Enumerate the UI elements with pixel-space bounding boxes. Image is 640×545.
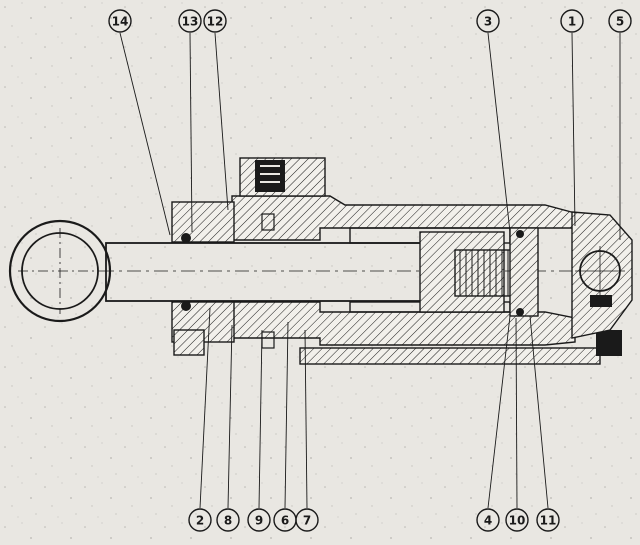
callout-11: 11 [536, 508, 560, 532]
callout-label: 4 [484, 514, 492, 528]
callout-label: 13 [182, 15, 199, 29]
gland-head [171, 201, 275, 356]
callout-7: 7 [295, 508, 319, 532]
callout-label: 2 [196, 514, 204, 528]
callouts-bottom: 2 8 9 6 7 4 10 11 [188, 508, 560, 532]
leader-lines [119, 32, 621, 509]
piston [419, 227, 539, 317]
callout-4: 4 [476, 508, 500, 532]
callout-8: 8 [216, 508, 240, 532]
callout-label: 10 [509, 514, 526, 528]
callout-label: 7 [303, 514, 311, 528]
callout-12: 12 [203, 9, 227, 33]
callout-14: 14 [108, 9, 132, 33]
callout-13: 13 [178, 9, 202, 33]
barrel-lower [231, 301, 622, 365]
callout-9: 9 [247, 508, 271, 532]
callout-label: 14 [112, 15, 129, 29]
callout-5: 5 [608, 9, 632, 33]
callout-2: 2 [188, 508, 212, 532]
callout-label: 9 [255, 514, 263, 528]
callout-3: 3 [476, 9, 500, 33]
callout-label: 3 [484, 15, 492, 29]
callout-label: 8 [224, 514, 232, 528]
callout-10: 10 [505, 508, 529, 532]
callouts-top: 14 13 12 3 1 5 [108, 9, 632, 33]
cap-end [571, 211, 633, 339]
callout-label: 12 [207, 15, 224, 29]
callout-label: 6 [281, 514, 289, 528]
callout-label: 11 [540, 514, 557, 528]
callout-label: 1 [568, 15, 576, 29]
callout-1: 1 [560, 9, 584, 33]
callout-label: 5 [616, 15, 624, 29]
